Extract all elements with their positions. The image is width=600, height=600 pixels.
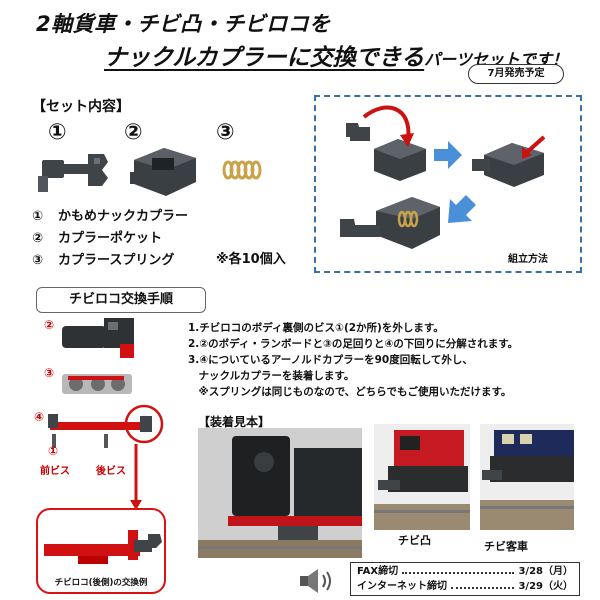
chassis-image — [62, 374, 132, 394]
assembly-step-a — [346, 105, 426, 181]
callout-2: ② — [44, 318, 55, 332]
assembly-diagram — [340, 105, 546, 249]
set-contents-heading: 【セット内容】 — [32, 99, 130, 115]
step-text: 1.チビロコのボディ裏側のビス①(2か所)を外します。 — [188, 322, 444, 334]
part-number-1: ① — [48, 120, 67, 145]
mount-example-heading: 【装着見本】 — [198, 415, 271, 429]
coupler-pocket-image — [130, 148, 196, 196]
photo-label-chibi-totsu: チビ凸 — [398, 534, 431, 547]
arrow-right-icon — [434, 141, 462, 169]
exchange-example-box — [36, 508, 166, 594]
photo-label-chibi-coach: チビ客車 — [484, 540, 528, 553]
callout-3: ③ — [44, 366, 55, 380]
callout-4: ④ — [34, 410, 45, 424]
front-screw-label: 前ビス — [40, 466, 70, 477]
rear-screw-label: 後ビス — [96, 466, 126, 477]
knuckle-coupler-image — [38, 154, 108, 192]
exchange-example-image — [44, 530, 162, 564]
procedure-heading: チビロコ交換手順 — [36, 287, 206, 313]
curved-arrow-icon — [362, 105, 411, 140]
procedure-steps: 1.チビロコのボディ裏側のビス①(2か所)を外します。 2.②のボディ・ランボー… — [188, 320, 518, 400]
release-badge: 7月発売予定 — [468, 64, 564, 84]
mount-photo-locomotive — [198, 428, 362, 558]
assembly-step-b — [472, 135, 546, 187]
part-number-3: ③ — [216, 120, 235, 145]
part-number-2: ② — [124, 120, 143, 145]
page-title: 2軸貨車・チビ凸・チビロコを — [36, 12, 331, 36]
exchange-example-caption: チビロコ(後側)の交換例 — [54, 578, 148, 588]
step-text: ※スプリングは同じものなので、どちらでもご使用いただけます。 — [188, 386, 512, 398]
arrow-down-left-icon — [448, 195, 476, 223]
underframe-image — [48, 404, 164, 510]
body-parts-image — [62, 318, 134, 358]
subtitle-underlined: ナックルカプラーに交換できる — [104, 45, 425, 71]
step-text: 2.②のボディ・ランボードと③の足回りと④の下回りに分解されます。 — [188, 338, 519, 350]
assembly-diagram-box — [314, 95, 582, 273]
mount-photo-chibi-coach — [480, 424, 574, 530]
quantity-note: ※各10個入 — [216, 252, 286, 267]
step-text: 3.④についているアーノルドカプラーを90度回転して外し、 — [188, 354, 473, 366]
speaker-icon — [300, 569, 331, 593]
assembly-label: 組立方法 — [508, 254, 548, 265]
callout-1: ① — [48, 444, 59, 458]
assembly-step-c — [340, 197, 440, 249]
step-text: ナックルカプラーを装着します。 — [188, 370, 355, 382]
mount-photo-chibi-totsu — [374, 424, 470, 530]
coupler-spring-image — [222, 160, 262, 180]
